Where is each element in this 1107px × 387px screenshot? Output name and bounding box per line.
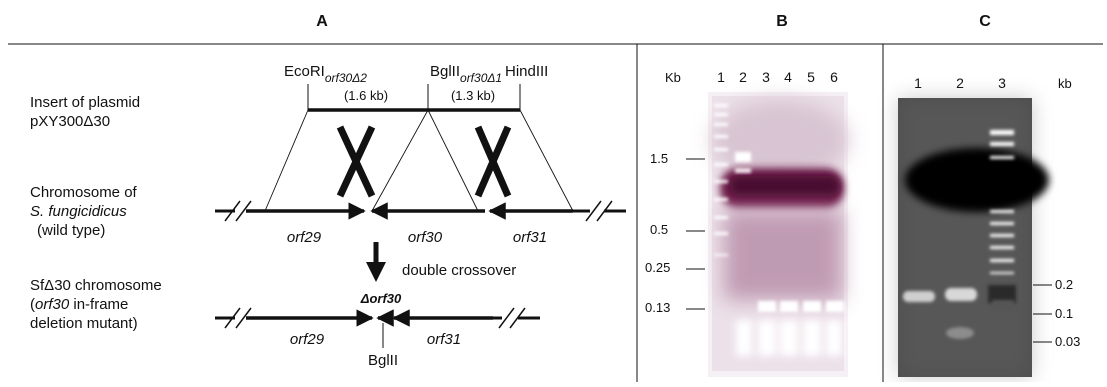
gel-c-ladder [990, 130, 1014, 274]
crossover-arrow-head [366, 262, 386, 282]
mutant-chromosome [215, 307, 540, 329]
panel-a: Insert of plasmid pXY300Δ30 Chromosome o… [30, 63, 626, 369]
gel-c-image [898, 98, 1049, 377]
plasmid-label-line1: Insert of plasmid [30, 94, 140, 111]
gel-b-lane-3: 3 [762, 69, 770, 85]
panel-c: 1 2 3 kb [898, 75, 1080, 377]
gel-b-marker-0-25: 0.25 [645, 260, 670, 275]
mutant-label-line3: deletion mutant) [30, 315, 138, 332]
gel-b-lane-6: 6 [830, 69, 838, 85]
wt-gene-orf29: orf29 [287, 229, 322, 246]
fragment-1-size: (1.3 kb) [451, 88, 495, 103]
mut-gene-orf31: orf31 [427, 331, 461, 348]
wt-chromosome [215, 200, 626, 222]
gel-b-lane-5: 5 [807, 69, 815, 85]
fragment-1-name: orf30Δ1 [460, 71, 502, 85]
wt-label-line1: Chromosome of [30, 184, 138, 201]
gel-c-lane-1: 1 [914, 75, 922, 91]
site-bglii-text: BglII [430, 63, 460, 80]
gel-b-lane-1: 1 [717, 69, 725, 85]
mutant-label-line1: SfΔ30 chromosome [30, 277, 162, 294]
site-ecori-text: EcoRI [284, 63, 325, 80]
mutant-label-line2: (orf30 in-frame [30, 296, 128, 313]
panel-title-b: B [776, 13, 788, 30]
wt-gene-orf30: orf30 [408, 229, 443, 246]
wt-label-line3: (wild type) [37, 222, 105, 239]
deletion-label: Δorf30 [360, 291, 402, 306]
crossover-mark-right [474, 125, 512, 198]
site-hindiii-label: HindIII [505, 63, 548, 80]
mut-gene-orf29: orf29 [290, 331, 325, 348]
fragment-2-name: orf30Δ2 [325, 71, 367, 85]
gel-b-lane-2: 2 [739, 69, 747, 85]
gel-c-lane-3: 3 [998, 75, 1006, 91]
gel-b-marker-0-13: 0.13 [645, 300, 670, 315]
wt-gene-orf31: orf31 [513, 229, 547, 246]
crossover-mark-left [336, 125, 376, 198]
mutant-site-bglii: BglII [368, 352, 398, 369]
gel-c-marker-0-1: 0.1 [1055, 306, 1073, 321]
mutant-label-orf-name: orf30 [35, 296, 70, 313]
gel-b-lane-4: 4 [784, 69, 792, 85]
gel-c-unit-label: kb [1058, 76, 1072, 91]
gel-c-marker-0-03: 0.03 [1055, 334, 1080, 349]
event-label: double crossover [402, 262, 516, 279]
gel-c-lane-2: 2 [956, 75, 964, 91]
gel-b-bottom-smear [736, 320, 842, 356]
homology-lines [264, 109, 574, 212]
panel-b: Kb 1 2 3 4 5 6 1.5 0.5 0.25 0.13 [645, 69, 848, 377]
panel-title-a: A [316, 13, 328, 30]
site-bglii-label: BglIIorf30Δ1 [430, 63, 502, 85]
gel-b-unit-label: Kb [665, 70, 681, 85]
gel-b-marker-1-5: 1.5 [650, 151, 668, 166]
gel-c-marker-0-2: 0.2 [1055, 277, 1073, 292]
gel-b-product-bands [758, 301, 844, 312]
site-ecori-label: EcoRIorf30Δ2 [284, 63, 367, 85]
mutant-label-rest: in-frame [69, 296, 128, 313]
gel-b-ladder [714, 104, 728, 256]
plasmid-label-line2: pXY300Δ30 [30, 113, 110, 130]
gel-b-image [708, 92, 848, 377]
gel-b-marker-0-5: 0.5 [650, 222, 668, 237]
panel-title-c: C [979, 13, 991, 30]
wt-label-line2: S. fungicidicus [30, 203, 127, 220]
fragment-2-size: (1.6 kb) [344, 88, 388, 103]
